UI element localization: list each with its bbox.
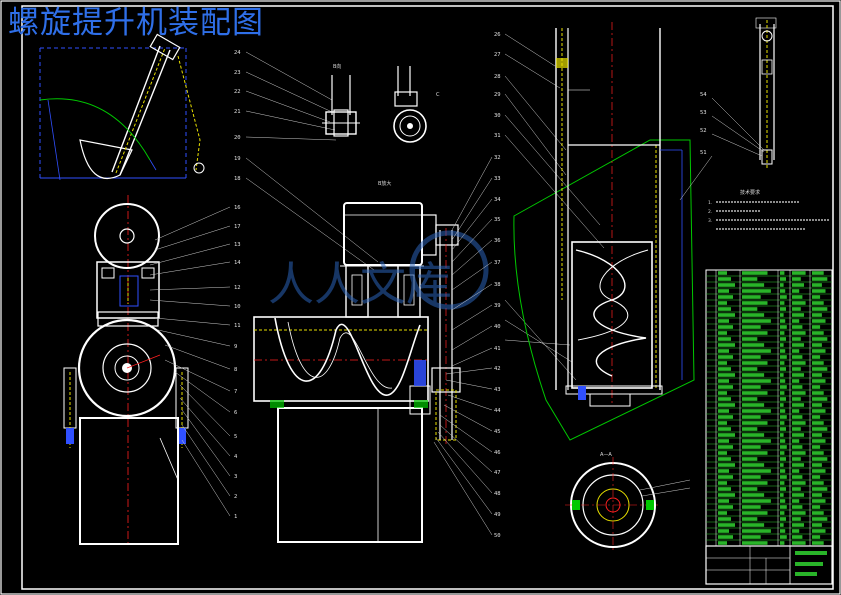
callout-number: 29	[494, 92, 501, 98]
callout-number: 36	[494, 238, 501, 244]
tech-requirements-heading: 技术要求	[740, 189, 760, 196]
callout-number: 33	[494, 176, 501, 182]
tech-requirements: 技术要求 1. 2. 3.	[708, 189, 830, 230]
view-label: B向	[333, 63, 341, 70]
callout-number: 32	[494, 155, 501, 161]
callout-number: 34	[494, 197, 501, 203]
tech-req-item: 3.	[708, 218, 712, 224]
callout-number: 47	[494, 470, 501, 476]
drawing-frame	[21, 5, 834, 590]
tech-req-item: 1.	[708, 200, 712, 206]
watermark-text: 人人文库	[268, 257, 452, 311]
callout-number: 17	[234, 224, 241, 230]
callout-number: 43	[494, 387, 501, 393]
view-label: A—A	[600, 452, 612, 458]
callout-number: 24	[234, 50, 241, 56]
callout-number: 16	[234, 205, 241, 211]
callout-number: 40	[494, 324, 501, 330]
callout-number: 1	[234, 514, 237, 520]
b-view-bracket: B向	[322, 63, 360, 137]
callout-number: 30	[494, 113, 501, 119]
tech-req-item: 2.	[708, 209, 712, 215]
callout-number: 54	[700, 92, 707, 98]
callout-number: 13	[234, 242, 241, 248]
callout-number: 11	[234, 323, 241, 329]
right-leaders	[433, 33, 605, 536]
callout-number: 28	[494, 74, 501, 80]
view-label: C	[436, 92, 440, 98]
left-leaders	[149, 206, 231, 517]
title-block	[705, 545, 833, 585]
callout-number: 22	[234, 89, 241, 95]
callout-number: 51	[700, 150, 707, 156]
callout-number: 26	[494, 32, 501, 38]
callout-number: 31	[494, 133, 501, 139]
callout-number: 52	[700, 128, 707, 134]
callout-number: 19	[234, 156, 241, 162]
callout-number: 6	[234, 410, 237, 416]
callout-number: 20	[234, 135, 241, 141]
callout-number: 35	[494, 217, 501, 223]
right-callout-numbers: 26 27 28 29 30 31 32 33 34 35 36 37 38 3…	[494, 32, 501, 539]
callout-number: 4	[234, 454, 238, 460]
callout-number: 3	[234, 474, 237, 480]
callout-number: 9	[234, 344, 237, 350]
callout-number: 8	[234, 367, 237, 373]
callout-number: 50	[494, 533, 501, 539]
callout-number: 49	[494, 512, 501, 518]
callout-number: 21	[234, 109, 241, 115]
callout-number: 53	[700, 110, 707, 116]
callout-number: 46	[494, 450, 501, 456]
mid-front-view: B放大	[253, 180, 461, 543]
mid-callout-numbers: 24 23 22 21 20 19 18	[234, 50, 241, 182]
callout-number: 2	[234, 494, 237, 500]
callout-number: 37	[494, 260, 501, 266]
callout-number: 41	[494, 346, 501, 352]
mid-leaders	[245, 51, 379, 271]
overview-view	[39, 33, 205, 181]
detail-view	[679, 17, 777, 201]
callout-number: 44	[494, 408, 501, 414]
callout-number: 39	[494, 303, 501, 309]
callout-number: 23	[234, 70, 241, 76]
left-side-view	[63, 195, 189, 545]
callout-number: 45	[494, 429, 501, 435]
drawing-title: 螺旋提升机装配图	[8, 5, 264, 41]
callout-number: 14	[234, 260, 241, 266]
watermark: 人人文库	[268, 230, 489, 311]
detail-callout-numbers: 54 53 52 51	[700, 92, 707, 156]
left-callout-numbers: 16 17 13 14 12 10 11 9 8 7 6 5 4 3 2 1	[234, 205, 241, 520]
aa-section-view: A—A	[565, 452, 691, 553]
view-label: B放大	[378, 180, 391, 187]
callout-number: 7	[234, 389, 237, 395]
callout-number: 5	[234, 434, 237, 440]
callout-number: 48	[494, 491, 501, 497]
callout-number: 10	[234, 304, 241, 310]
callout-number: 38	[494, 282, 501, 288]
callout-number: 42	[494, 366, 501, 372]
callout-number: 18	[234, 176, 241, 182]
callout-number: 27	[494, 52, 501, 58]
parts-list	[705, 269, 833, 547]
right-section-view	[513, 22, 695, 441]
callout-number: 12	[234, 285, 241, 291]
c-view-wheel: C	[393, 66, 440, 143]
